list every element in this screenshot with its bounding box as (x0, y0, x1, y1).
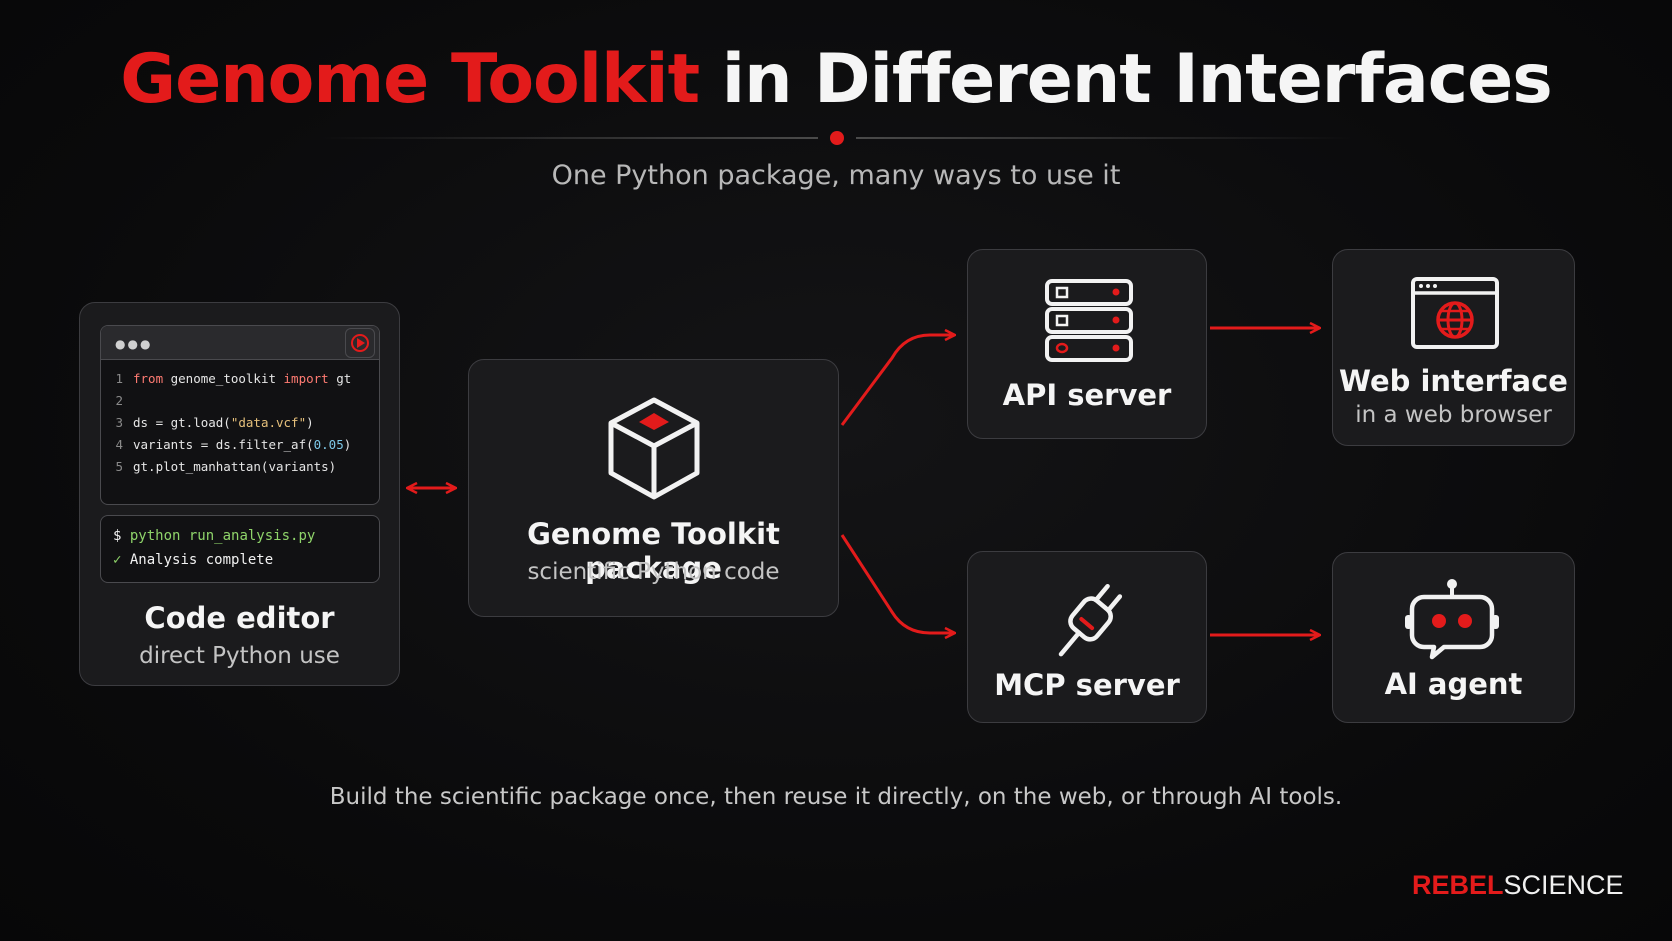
mcp-server-title: MCP server (994, 668, 1180, 702)
code-editor-card: ●●● 1 from genome_toolkit import gt 2 3 ds =… (79, 302, 400, 686)
brand-logo: REBELSCIENCE (1412, 870, 1624, 901)
check-icon: ✓ (113, 552, 122, 568)
code-token: "data.vcf" (230, 415, 307, 430)
code-editor-subtitle: direct Python use (139, 643, 340, 669)
ai-agent-title: AI agent (1384, 667, 1523, 701)
api-server-title: API server (1002, 378, 1172, 412)
code-token: genome_toolkit (163, 371, 284, 386)
line-number: 2 (115, 393, 123, 408)
code-line: 5 gt.plot_manhattan(variants) (101, 456, 379, 478)
code-token: from (133, 371, 164, 386)
line-number: 1 (115, 371, 123, 386)
robot-icon (1405, 579, 1499, 660)
terminal-output: Analysis complete (129, 552, 274, 568)
code-line: 3 ds = gt.load("data.vcf") (101, 412, 379, 434)
title-divider-left (318, 137, 818, 139)
title-rest: in Different Interfaces (699, 40, 1553, 119)
package-mcp-arrow (840, 534, 955, 633)
web-interface-card: Web interface in a web browser (1332, 249, 1575, 446)
cube-icon (608, 397, 700, 500)
page-subtitle: One Python package, many ways to use it (551, 160, 1121, 191)
code-line: 4 variants = ds.filter_af(0.05) (101, 434, 379, 456)
title-divider-right (856, 137, 1356, 139)
code-token: import (283, 371, 329, 386)
package-card: Genome Toolkit package scientific Python… (468, 359, 839, 617)
editor-window: ●●● 1 from genome_toolkit import gt 2 3 ds =… (100, 325, 380, 505)
line-number: 3 (115, 415, 123, 430)
package-title: Genome Toolkit package (527, 517, 780, 585)
title-highlight: Genome Toolkit (120, 40, 700, 119)
terminal-output-line: ✓ Analysis complete (113, 552, 273, 568)
terminal-panel: $ python run_analysis.py ✓ Analysis comp… (100, 515, 380, 583)
code-token: gt (328, 371, 352, 386)
brand-part2: SCIENCE (1503, 870, 1624, 900)
mcp-server-card: MCP server (967, 551, 1207, 723)
api-server-card: API server (967, 249, 1207, 439)
browser-globe-icon (1411, 277, 1499, 349)
web-interface-title: Web interface (1339, 364, 1568, 398)
code-token: gt.plot_manhattan(variants) (133, 459, 337, 474)
title-divider-dot (830, 131, 844, 145)
page-title: Genome Toolkit in Different Interfaces (0, 38, 1672, 122)
ai-agent-card: AI agent (1332, 552, 1575, 723)
brand-part1: REBEL (1412, 870, 1504, 900)
package-subtitle: scientific Python code (527, 559, 780, 585)
line-number: 4 (115, 437, 123, 452)
package-api-arrow (840, 335, 955, 426)
web-interface-subtitle: in a web browser (1355, 402, 1552, 428)
play-icon (351, 334, 369, 352)
line-number: 5 (115, 459, 123, 474)
code-editor-title: Code editor (144, 601, 335, 635)
footer-caption: Build the scientific package once, then … (329, 784, 1343, 810)
terminal-command: python run_analysis.py (129, 528, 316, 544)
terminal-command-line: $ python run_analysis.py (113, 528, 315, 544)
plug-icon (1058, 583, 1123, 657)
code-token: 0.05 (313, 437, 344, 452)
code-line: 1 from genome_toolkit import gt (101, 368, 379, 390)
code-token: ) (343, 437, 352, 452)
terminal-prompt: $ (113, 528, 122, 544)
server-icon (1045, 279, 1133, 362)
editor-titlebar: ●●● (101, 326, 379, 360)
code-line: 2 (101, 390, 379, 412)
code-token: variants = ds.filter_af( (133, 437, 314, 452)
code-token: ds = gt.load( (133, 415, 231, 430)
code-block: 1 from genome_toolkit import gt 2 3 ds = gt.… (101, 368, 379, 478)
code-token: ) (306, 415, 314, 430)
run-button[interactable] (345, 328, 375, 358)
window-dots-icon: ●●● (115, 337, 153, 351)
